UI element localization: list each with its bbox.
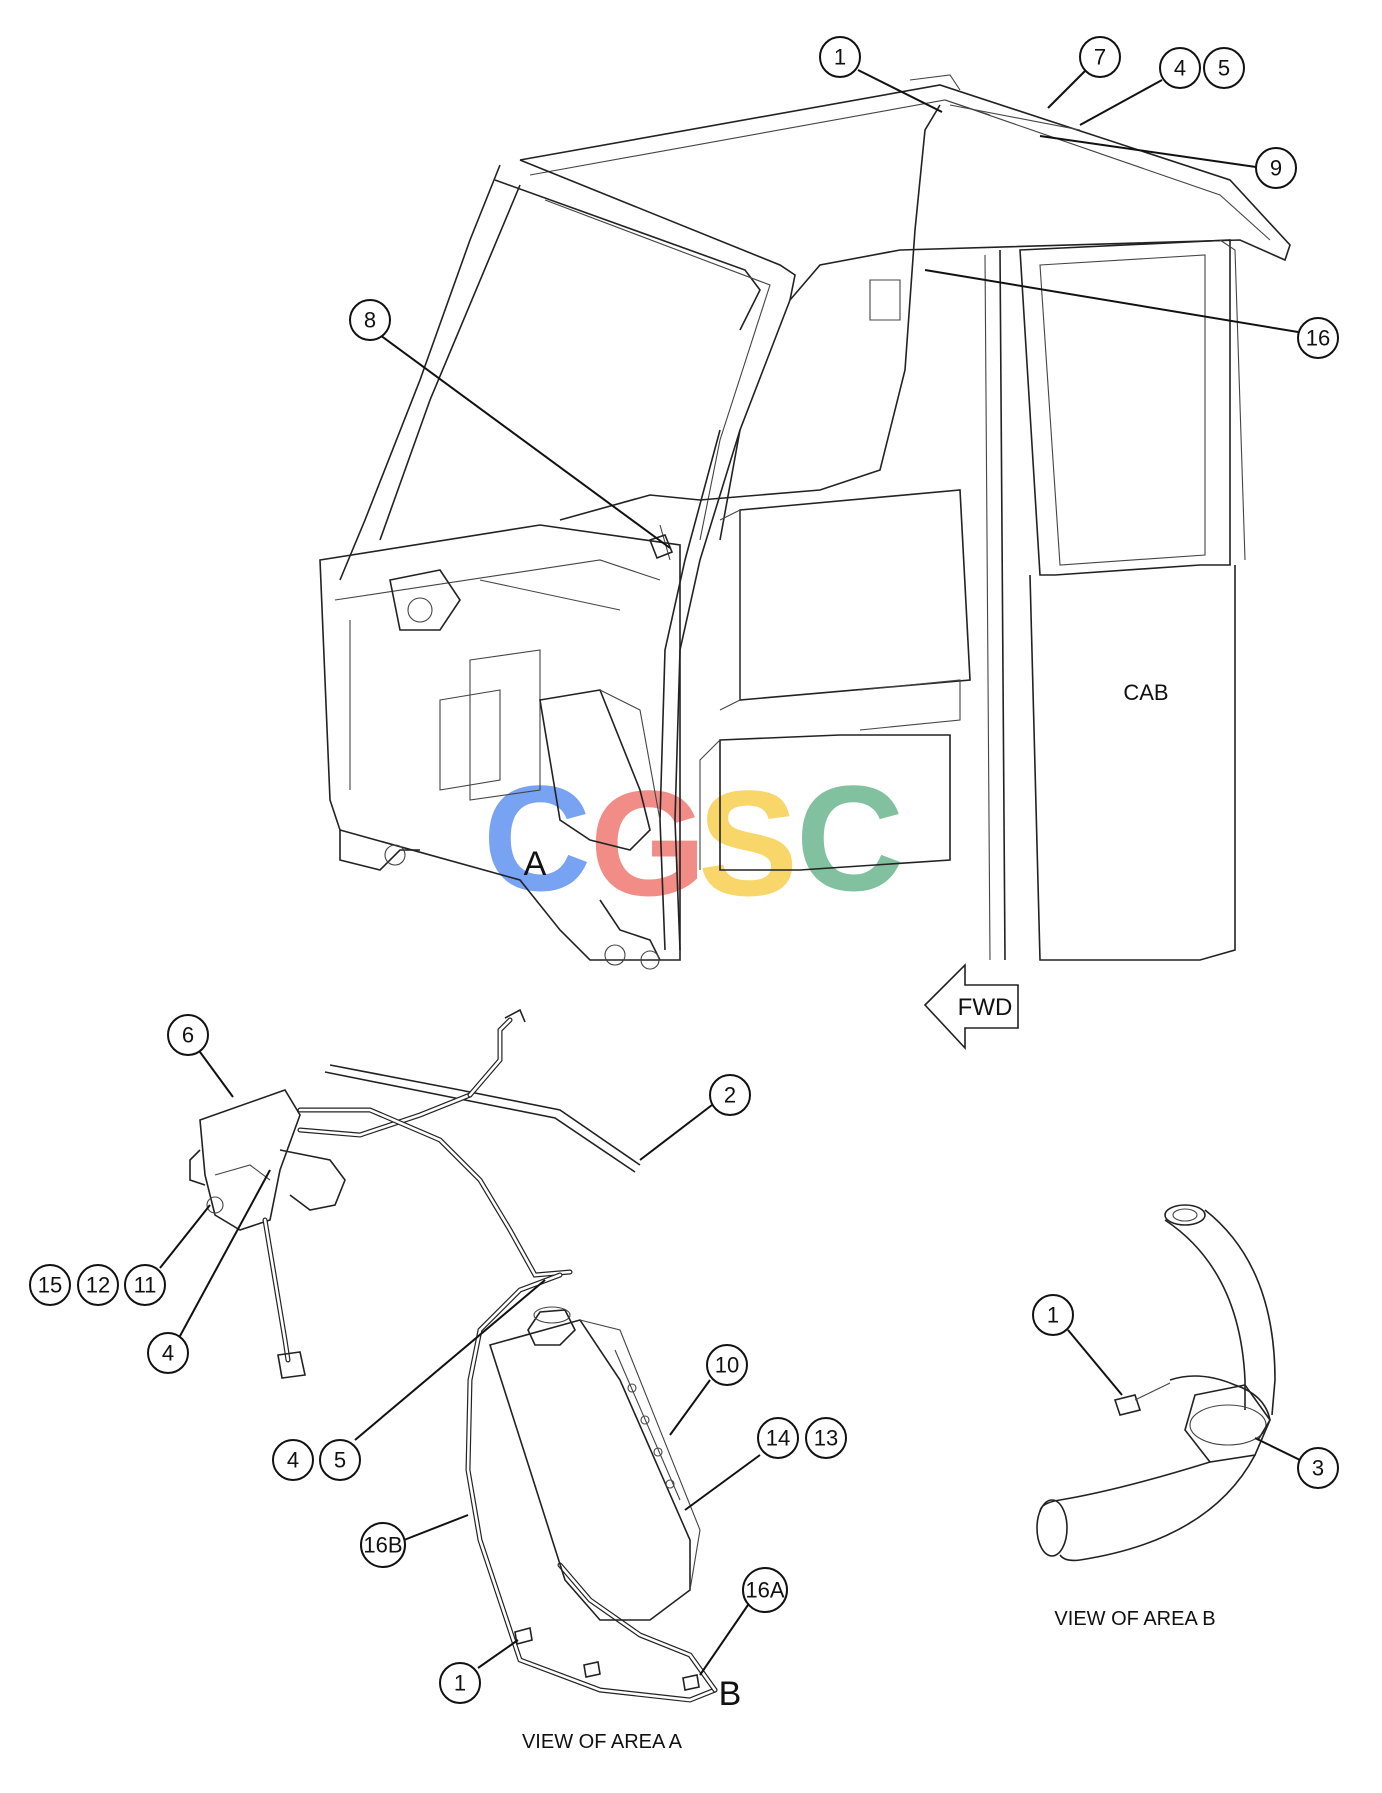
watermark-letter-c2: C — [796, 754, 904, 922]
callout-16: 16 — [1297, 317, 1339, 359]
svg-text:9: 9 — [1270, 156, 1282, 181]
forward-arrow-icon: FWD — [923, 963, 1019, 1051]
watermark-letter-s: S — [698, 759, 798, 927]
callout-14: 14 — [757, 1417, 799, 1459]
view-a-caption: VIEW OF AREA A — [522, 1731, 683, 1753]
callout-2: 2 — [709, 1074, 751, 1116]
svg-text:4: 4 — [162, 1341, 174, 1366]
cab-label: CAB — [1123, 680, 1168, 705]
svg-text:11: 11 — [134, 1273, 157, 1298]
svg-text:5: 5 — [1218, 56, 1230, 81]
callout-6: 6 — [167, 1014, 209, 1056]
area-b-marker: B — [719, 1675, 742, 1713]
area-a-marker: A — [524, 845, 547, 883]
svg-text:7: 7 — [1094, 45, 1106, 70]
watermark-letter-c1: C — [483, 754, 591, 922]
svg-text:16B: 16B — [363, 1533, 402, 1558]
watermark-letter-g: G — [590, 759, 707, 927]
callout-13: 13 — [805, 1417, 847, 1459]
callout-5-view-a: 5 — [319, 1439, 361, 1481]
svg-text:5: 5 — [334, 1448, 346, 1473]
watermark: C G S C — [483, 754, 904, 927]
svg-text:16A: 16A — [745, 1578, 784, 1603]
callout-4-top: 4 — [1159, 47, 1201, 89]
fwd-label: FWD — [958, 994, 1013, 1021]
view-b-illustration — [1036, 1204, 1276, 1562]
svg-text:6: 6 — [182, 1023, 194, 1048]
callout-5-top: 5 — [1203, 47, 1245, 89]
svg-text:12: 12 — [86, 1273, 110, 1298]
svg-text:2: 2 — [724, 1083, 736, 1108]
svg-text:16: 16 — [1306, 326, 1330, 351]
callout-10: 10 — [706, 1344, 748, 1386]
callout-4-view-a-left: 4 — [147, 1332, 189, 1374]
view-b-caption: VIEW OF AREA B — [1054, 1608, 1215, 1630]
svg-text:1: 1 — [834, 45, 846, 70]
callout-7: 7 — [1079, 36, 1121, 78]
svg-text:4: 4 — [287, 1448, 299, 1473]
svg-text:13: 13 — [814, 1426, 838, 1451]
view-a-callouts: 6 2 15 12 11 4 4 5 — [29, 1014, 847, 1704]
svg-text:8: 8 — [364, 308, 376, 333]
callout-12: 12 — [77, 1264, 119, 1306]
callout-11: 11 — [124, 1264, 166, 1306]
callout-1-view-a: 1 — [439, 1662, 481, 1704]
view-a-illustration — [189, 1008, 718, 1703]
callout-9: 9 — [1255, 147, 1297, 189]
callout-1-view-b: 1 — [1032, 1294, 1074, 1336]
svg-text:15: 15 — [38, 1273, 62, 1298]
svg-text:1: 1 — [454, 1671, 466, 1696]
view-b-callouts: 1 3 — [1032, 1294, 1339, 1489]
cab-illustration — [319, 74, 1291, 970]
top-callouts: 1 7 4 5 9 16 8 — [349, 36, 1339, 549]
svg-text:14: 14 — [766, 1426, 790, 1451]
callout-1-top: 1 — [819, 36, 861, 78]
callout-4-view-a-bottom: 4 — [272, 1439, 314, 1481]
callout-16b: 16B — [360, 1522, 406, 1568]
callout-16a: 16A — [742, 1567, 788, 1613]
callout-8: 8 — [349, 299, 391, 341]
svg-text:3: 3 — [1312, 1456, 1324, 1481]
svg-text:10: 10 — [715, 1353, 739, 1378]
callout-15: 15 — [29, 1264, 71, 1306]
svg-text:4: 4 — [1174, 56, 1186, 81]
svg-text:1: 1 — [1047, 1303, 1059, 1328]
callout-3: 3 — [1297, 1447, 1339, 1489]
